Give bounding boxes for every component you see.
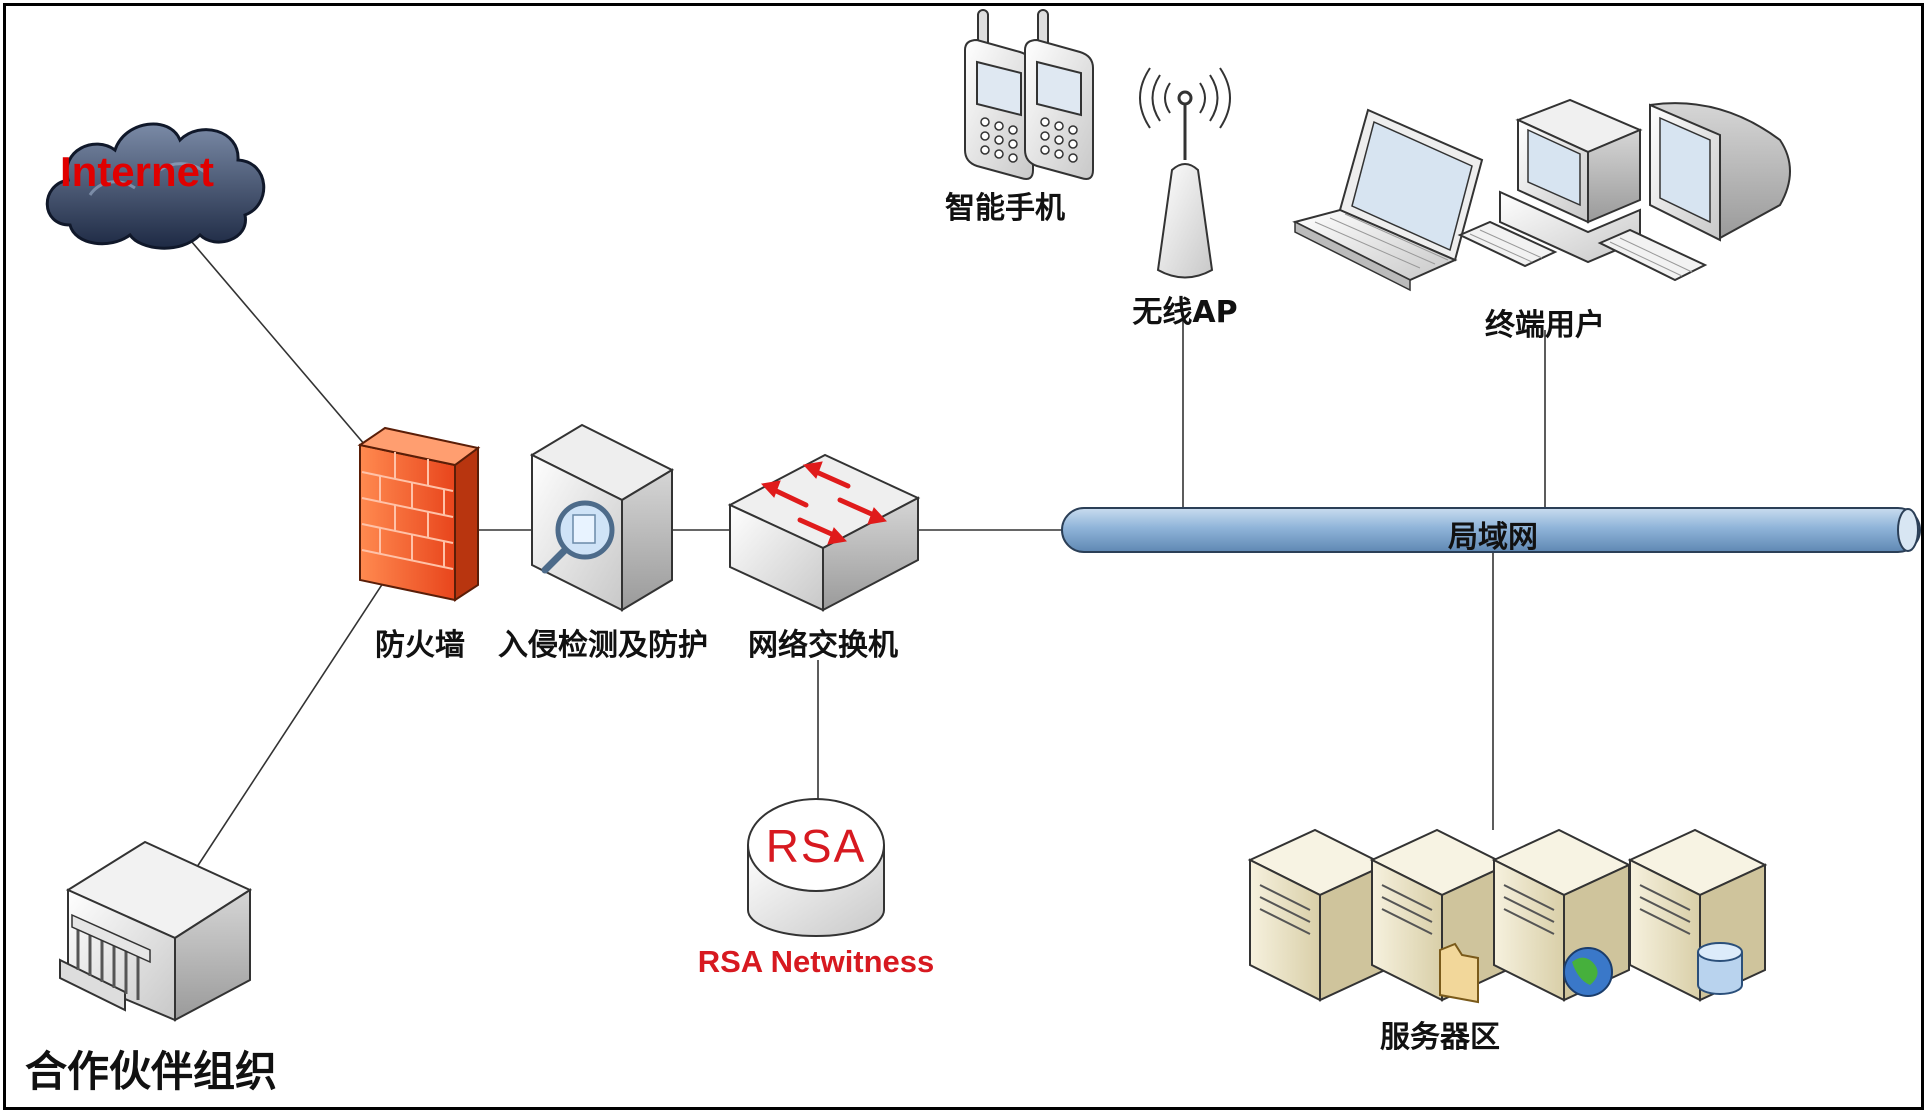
smartphone-icon	[964, 9, 1094, 180]
firewall-label: 防火墙	[375, 628, 465, 663]
rsa-logo: RSA	[766, 820, 867, 872]
firewall-icon	[357, 426, 481, 602]
lan-label: 局域网	[1448, 520, 1538, 555]
database-icon: RSA	[747, 798, 885, 937]
building-icon	[59, 840, 253, 1022]
server-icon	[1491, 828, 1632, 1002]
diagram-frame	[3, 3, 1924, 1110]
partner-label: 合作伙伴组织	[25, 1047, 278, 1096]
ids-label: 入侵检测及防护	[498, 628, 708, 663]
phones-label: 智能手机	[945, 191, 1065, 226]
link-internet-firewall	[179, 227, 366, 446]
internet-label: Internet	[59, 148, 215, 195]
link-partner-firewall	[194, 579, 386, 871]
server-icon	[1247, 828, 1388, 1002]
cloud-icon	[45, 122, 266, 250]
links	[179, 227, 1546, 871]
lan-pipe	[1061, 507, 1921, 553]
antenna-icon	[1139, 67, 1231, 279]
rsa-label: RSA Netwitness	[697, 944, 935, 979]
laptop-icon	[1292, 108, 1484, 292]
server-icon	[1369, 828, 1510, 1004]
switch-label: 网络交换机	[748, 628, 898, 663]
ids-appliance-icon	[529, 423, 675, 612]
servers-label: 服务器区	[1380, 1020, 1500, 1055]
wireless-ap-label: 无线AP	[1132, 295, 1238, 330]
switch-icon	[727, 453, 921, 612]
desktop-icon	[1597, 102, 1791, 282]
server-icon	[1627, 828, 1768, 1002]
end-users-label: 终端用户	[1485, 308, 1605, 343]
